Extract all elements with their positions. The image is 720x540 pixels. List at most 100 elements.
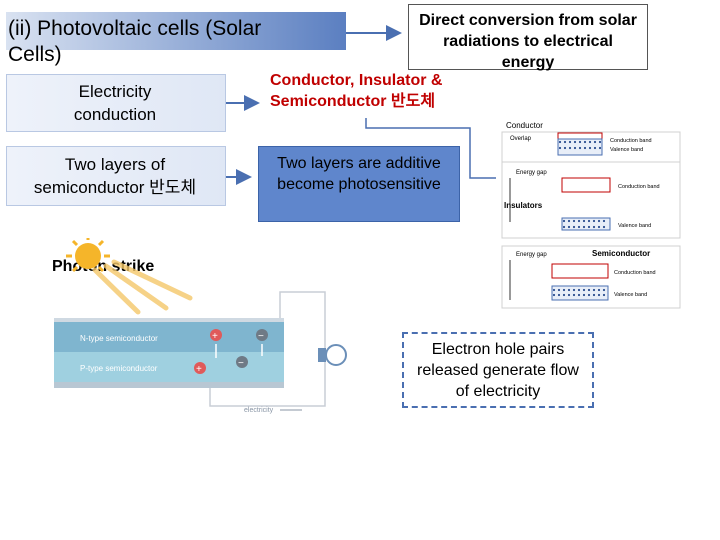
electron-dot (577, 225, 581, 229)
semiconductor-energy-gap-label: Energy gap (516, 252, 547, 258)
electron-dot (568, 146, 572, 150)
hole-charge-bottom: + (194, 362, 206, 375)
electron-dot (573, 146, 577, 150)
semiconductor-valence-label: Valence band (614, 292, 647, 298)
electron-dot (562, 293, 566, 297)
electron-dot (562, 219, 566, 223)
conductor-label: Conductor (506, 121, 543, 130)
electricity-conduction-text: Electricity conduction (73, 82, 157, 124)
electron-dot (602, 219, 606, 223)
title-line-2: Cells) (8, 43, 62, 66)
hole-charge-top: + (210, 329, 222, 342)
electron-dot (583, 140, 587, 144)
electron-dot (552, 293, 556, 297)
semiconductor-band-diagram: Energy gap Semiconductor Conduction band… (501, 245, 681, 309)
electron-dot (557, 293, 561, 297)
electron-dot (572, 293, 576, 297)
electron-dot (602, 225, 606, 229)
electron-dot (563, 140, 567, 144)
additive-box: Two layers are additive become photosens… (258, 146, 460, 222)
overlap-label: Overlap (510, 136, 532, 142)
cell-top-edge (54, 318, 284, 322)
electron-dot (572, 225, 576, 229)
electron-dot (598, 146, 602, 150)
page-title: (ii) Photovoltaic cells (Solar Cells) (8, 16, 368, 68)
electron-dot (592, 293, 596, 297)
semiconductor-label: Semiconductor (592, 249, 650, 258)
electron-dot (567, 288, 571, 292)
electron-dot (572, 288, 576, 292)
electron-dot (557, 288, 561, 292)
insulator-conduction-label: Conduction band (618, 184, 660, 190)
hole-charge-bottom-sign: + (196, 364, 202, 375)
electron-dot (602, 293, 606, 297)
title-background (6, 12, 346, 50)
insulator-energy-gap-label: Energy gap (516, 170, 547, 176)
electron-dots (552, 140, 606, 297)
electron-dot (552, 288, 556, 292)
sun-icon (66, 238, 110, 273)
electron-charge-bottom: − (236, 356, 248, 369)
two-layers-box (6, 146, 226, 206)
insulators-label: Insulators (504, 201, 543, 210)
electron-dot (568, 140, 572, 144)
electron-dot (583, 146, 587, 150)
electron-dot (558, 146, 562, 150)
electron-dot (567, 219, 571, 223)
n-type-label: N-type semiconductor (80, 334, 158, 343)
p-type-layer (54, 352, 284, 382)
direct-conversion-box: Direct conversion from solar radiations … (408, 4, 648, 71)
two-layers-text: Two layers of semiconductor 반도체 (33, 155, 197, 197)
electron-dot (578, 146, 582, 150)
electron-dot (562, 288, 566, 292)
electron-dot (573, 140, 577, 144)
electron-dot (588, 146, 592, 150)
electron-dot (592, 288, 596, 292)
insulator-band-diagram: Energy gap Conduction band Insulators Va… (501, 161, 681, 239)
electron-hole-box: Electron hole pairs released generate fl… (402, 332, 594, 408)
electron-dot (567, 225, 571, 229)
band-diagrams: Conductor Overlap Conduction band Valenc… (501, 121, 681, 309)
electron-dot (587, 293, 591, 297)
electricity-conduction-box (6, 74, 226, 132)
electron-hole-text: Electron hole pairs released generate fl… (417, 341, 579, 400)
electron-dot (563, 146, 567, 150)
electron-dot (558, 140, 562, 144)
conductor-valence-label: Valence band (610, 147, 643, 153)
insulator-valence-label: Valence band (618, 223, 651, 229)
hole-charge-top-sign: + (212, 331, 218, 342)
electron-dot (582, 225, 586, 229)
electron-dot (577, 293, 581, 297)
electron-dot (597, 293, 601, 297)
electron-dot (593, 146, 597, 150)
additive-text: Two layers are additive become photosens… (277, 155, 441, 193)
electron-charge-bottom-sign: − (238, 358, 244, 369)
electron-dot (593, 140, 597, 144)
direct-conversion-text: Direct conversion from solar radiations … (419, 12, 637, 71)
electron-dot (582, 293, 586, 297)
electron-dot (582, 288, 586, 292)
electron-dot (602, 288, 606, 292)
electron-dot (597, 219, 601, 223)
electron-dot (567, 293, 571, 297)
connector-materials-to-bands (365, 118, 496, 179)
semiconductor-conduction-label: Conduction band (614, 270, 656, 276)
electron-dot (562, 225, 566, 229)
electron-dot (597, 288, 601, 292)
n-type-layer (54, 322, 284, 352)
conductor-conduction-label: Conduction band (610, 138, 652, 144)
electron-dot (588, 140, 592, 144)
light-rays (92, 259, 193, 315)
electron-dot (582, 219, 586, 223)
electricity-label: electricity (244, 407, 274, 414)
electron-dot (578, 140, 582, 144)
lightbulb-icon (318, 344, 347, 366)
electron-dot (598, 140, 602, 144)
electron-dot (587, 288, 591, 292)
solar-cell-illustration: N-type semiconductor P-type semiconducto… (54, 238, 347, 414)
electron-dot (572, 219, 576, 223)
cell-bottom-edge (54, 382, 284, 388)
conductor-insulator-text: Conductor, Insulator & Semiconductor 반도체 (270, 72, 443, 110)
electron-dot (577, 288, 581, 292)
